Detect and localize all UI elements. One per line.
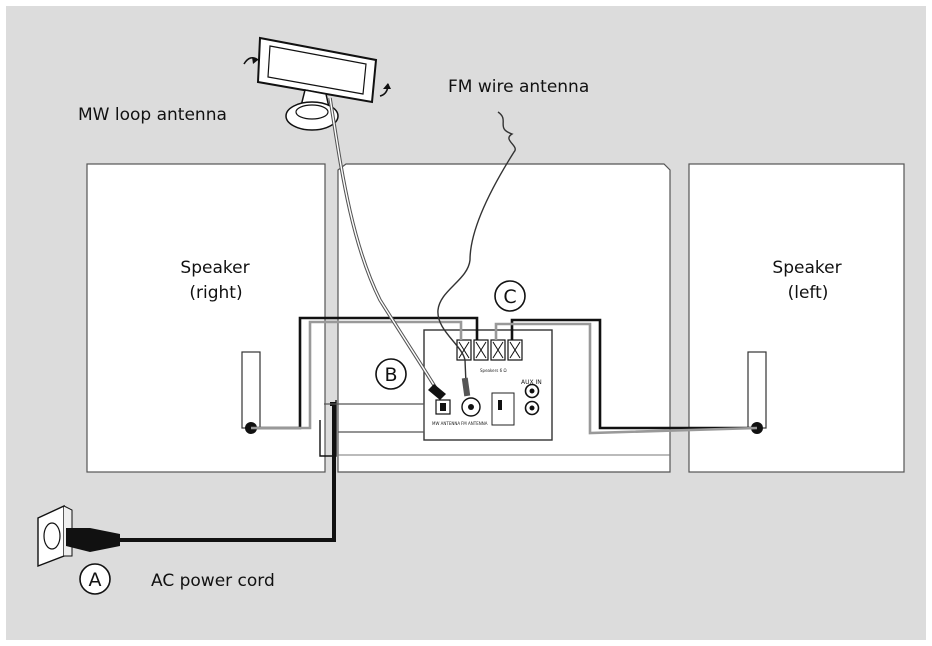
fm-wire-antenna xyxy=(437,111,516,385)
mw-loop-antenna-label: MW loop antenna xyxy=(78,105,227,125)
marker-a: A xyxy=(79,563,111,595)
ac-power-cord-label: AC power cord xyxy=(151,571,275,591)
speaker-right-box xyxy=(86,163,326,473)
speaker-left-label-line1: Speaker xyxy=(772,258,841,278)
speaker-left-wires xyxy=(494,318,758,435)
speaker-right-label-line2: (right) xyxy=(189,283,242,303)
voltage-selector xyxy=(491,392,515,426)
marker-a-letter: A xyxy=(89,569,102,591)
mw-antenna-panel-label: MW ANTENNA xyxy=(432,421,460,426)
speaker-right-terminal xyxy=(241,351,261,429)
ac-power-cord xyxy=(118,400,425,542)
fm-antenna-panel-label: FM ANTENNA xyxy=(461,421,488,426)
speaker-right-label-line1: Speaker xyxy=(180,258,249,278)
aux-in-panel-label: AUX IN xyxy=(521,379,542,386)
power-plug xyxy=(66,528,120,552)
mw-antenna-socket: MW ANTENNA xyxy=(432,399,460,426)
speaker-left-terminal xyxy=(747,351,767,429)
mw-antenna-plug xyxy=(428,384,446,400)
marker-c-letter: C xyxy=(503,286,516,308)
marker-c: C xyxy=(494,280,526,312)
speaker-left-label-line2: (left) xyxy=(788,283,829,303)
mw-loop-antenna xyxy=(243,36,391,131)
fm-wire-antenna-label: FM wire antenna xyxy=(448,77,589,97)
speaker-left-box xyxy=(688,163,905,473)
speaker-right-wires xyxy=(251,316,479,430)
marker-b-letter: B xyxy=(384,364,397,386)
main-unit xyxy=(337,163,671,473)
fm-antenna-plug xyxy=(461,377,471,397)
fm-antenna-socket: FM ANTENNA xyxy=(461,397,488,426)
marker-b: B xyxy=(375,358,407,390)
svg-text:Speakers 6 Ω: Speakers 6 Ω xyxy=(480,368,507,373)
speaker-terminals: Speakers 6 Ω xyxy=(456,339,523,373)
mw-antenna-cable-core xyxy=(329,97,441,396)
aux-in-jacks: AUX IN xyxy=(521,379,542,416)
